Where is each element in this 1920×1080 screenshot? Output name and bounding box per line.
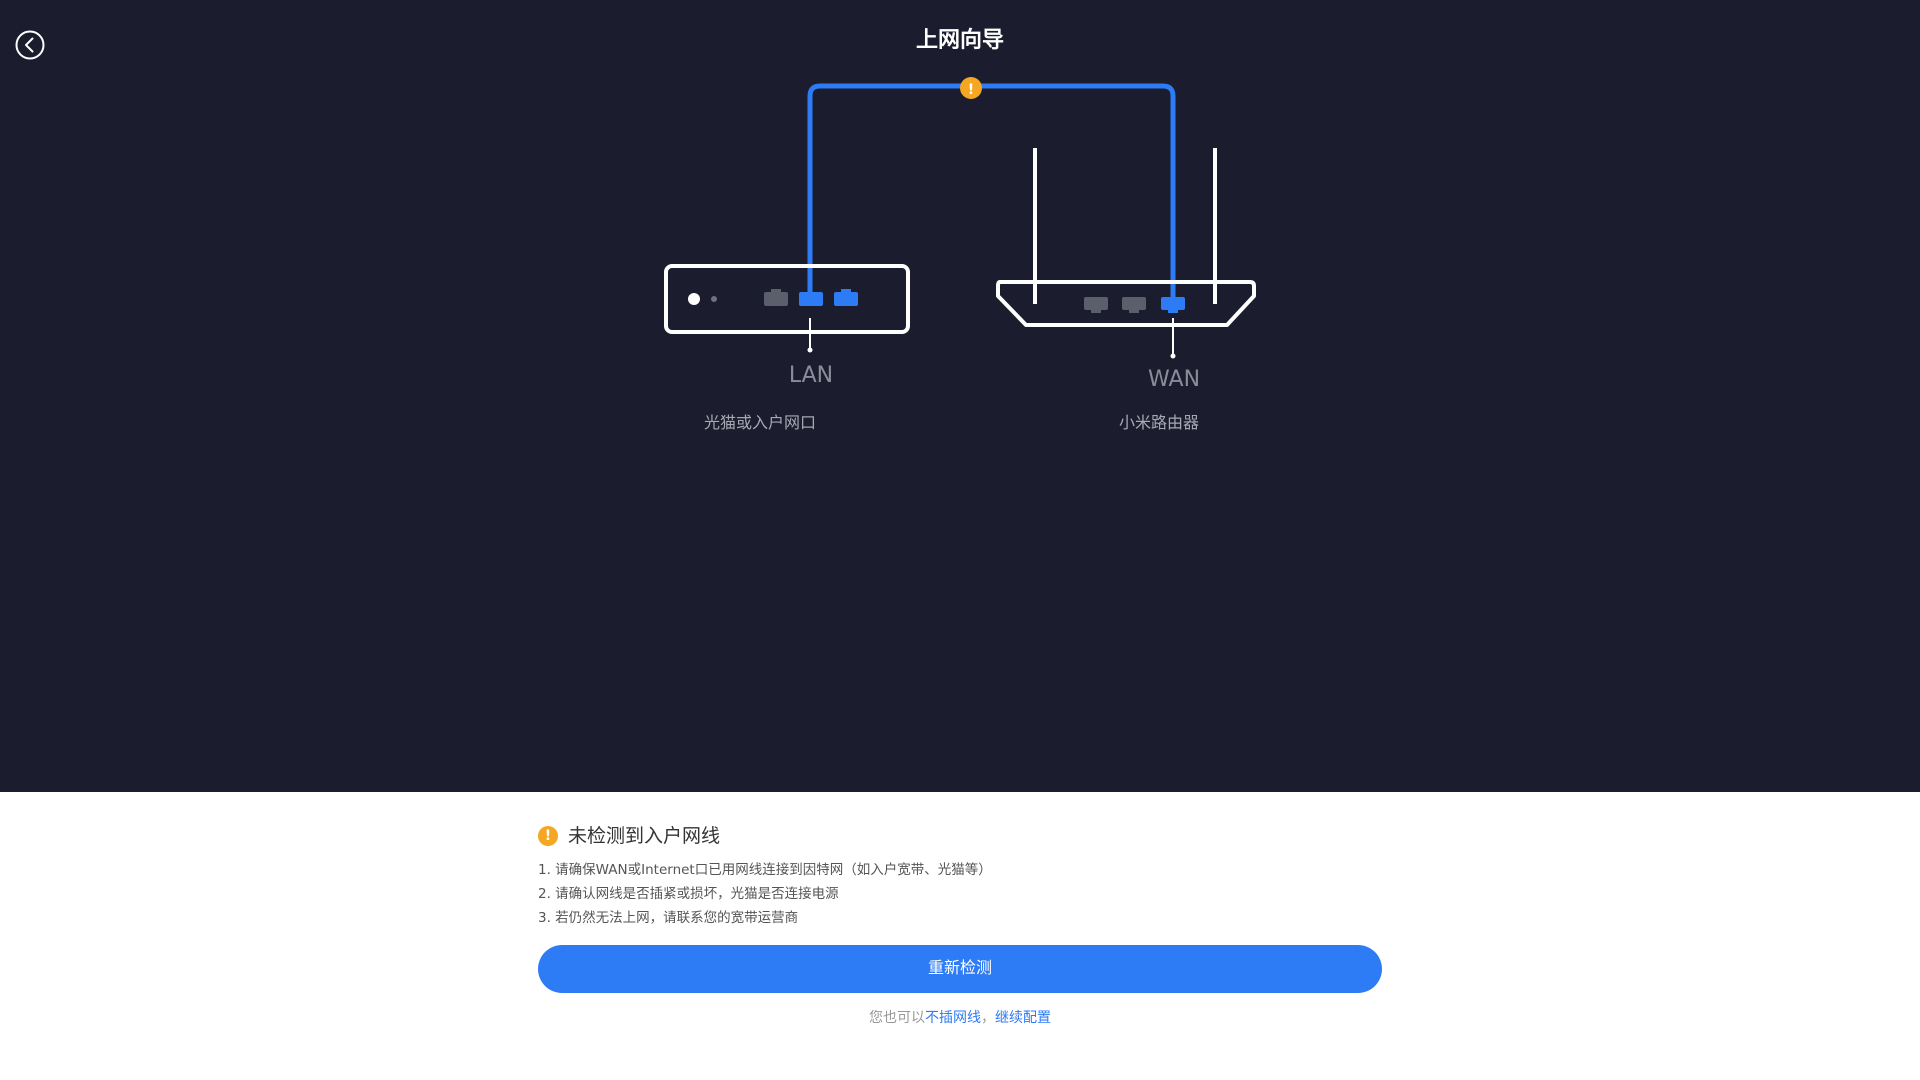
modem-lan-port — [799, 292, 823, 306]
alert-header: ! 未检测到入户网线 — [538, 820, 1238, 852]
cable-warning-icon: ! — [960, 77, 982, 99]
router-wan-port — [1161, 297, 1185, 310]
diagram-area — [0, 0, 1920, 792]
connection-diagram: ! — [664, 77, 1256, 359]
back-button[interactable] — [14, 29, 46, 61]
modem-port-3 — [834, 292, 858, 306]
power-indicator — [688, 293, 700, 305]
modem-label: 光猫或入户网口 — [703, 413, 816, 432]
footer-separator: ， — [981, 1010, 995, 1026]
retry-button[interactable]: 重新检测 — [538, 945, 1382, 993]
wan-port-label: WAN — [1147, 367, 1201, 392]
chevron-left-icon — [15, 30, 45, 60]
warning-glyph: ! — [968, 82, 974, 98]
info-panel — [0, 792, 1920, 1080]
router-label: 小米路由器 — [1118, 413, 1199, 432]
status-indicator — [711, 296, 717, 302]
footer-hint: 您也可以不插网线，继续配置 — [0, 1007, 1920, 1029]
tip-item: 1. 请确保WAN或Internet口已用网线连接到因特网（如入户宽带、光猫等） — [538, 862, 992, 878]
warning-icon: ! — [538, 826, 558, 846]
lan-port-label: LAN — [788, 363, 834, 388]
network-cable — [807, 83, 1176, 302]
alert-title: 未检测到入户网线 — [568, 825, 721, 847]
router-port-2 — [1122, 297, 1146, 310]
router-device — [996, 148, 1256, 359]
tip-item: 2. 请确认网线是否插紧或损坏，光猫是否连接电源 — [538, 886, 839, 902]
tips-list: 1. 请确保WAN或Internet口已用网线连接到因特网（如入户宽带、光猫等）… — [538, 858, 1398, 930]
no-cable-link[interactable]: 不插网线 — [925, 1010, 981, 1026]
modem-device — [664, 264, 910, 353]
router-port-1 — [1084, 297, 1108, 310]
modem-port-1 — [764, 292, 788, 306]
continue-config-link[interactable]: 继续配置 — [995, 1010, 1051, 1026]
page-title: 上网向导 — [915, 28, 1004, 53]
tip-item: 3. 若仍然无法上网，请联系您的宽带运营商 — [538, 910, 799, 926]
footer-prefix: 您也可以 — [869, 1010, 925, 1026]
